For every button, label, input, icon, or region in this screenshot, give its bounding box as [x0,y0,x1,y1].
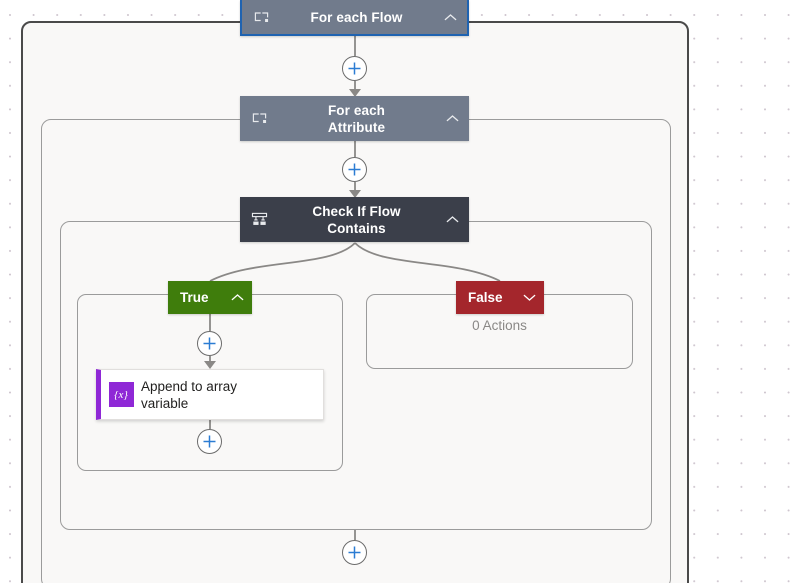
node-title-line1: Check If Flow [312,203,401,219]
add-step-after-foreach-flow[interactable] [342,56,367,81]
action-card-title: Append to array variable [141,378,323,412]
node-check-if-flow-contains[interactable]: Check If Flow Contains [240,197,469,242]
action-card-title-line1: Append to array [141,378,238,394]
node-for-each-flow[interactable]: For each Flow [240,0,469,36]
add-step-true-branch-top[interactable] [197,331,222,356]
node-title-line1: For each [327,102,386,118]
chevron-down-icon[interactable] [514,293,544,302]
branch-label-true: True [180,290,209,305]
false-branch-empty-label: 0 Actions [472,318,527,333]
condition-icon [240,212,278,227]
node-title-line2: Attribute [327,119,386,135]
branch-pill-false[interactable]: False [456,281,544,314]
chevron-up-icon[interactable] [433,13,467,22]
chevron-up-icon[interactable] [435,215,469,224]
chevron-up-icon[interactable] [435,114,469,123]
add-step-after-condition[interactable] [342,540,367,565]
foreach-icon [240,111,278,126]
node-title: For each Flow [310,9,403,25]
action-card-append-to-array-variable[interactable]: {x} Append to array variable [96,369,324,420]
node-for-each-attribute[interactable]: For each Attribute [240,96,469,141]
add-step-true-branch-bottom[interactable] [197,429,222,454]
variable-icon-glyph: {x} [108,382,134,407]
chevron-up-icon[interactable] [222,293,252,302]
foreach-icon [242,10,280,25]
action-card-title-line2: variable [141,395,189,411]
variable-icon: {x} [101,382,141,407]
add-step-after-foreach-attribute[interactable] [342,157,367,182]
branch-label-false: False [468,290,503,305]
branch-pill-true[interactable]: True [168,281,252,314]
node-title-line2: Contains [327,220,386,236]
node-title: For each Attribute [278,102,435,136]
node-title: Check If Flow Contains [278,203,435,237]
